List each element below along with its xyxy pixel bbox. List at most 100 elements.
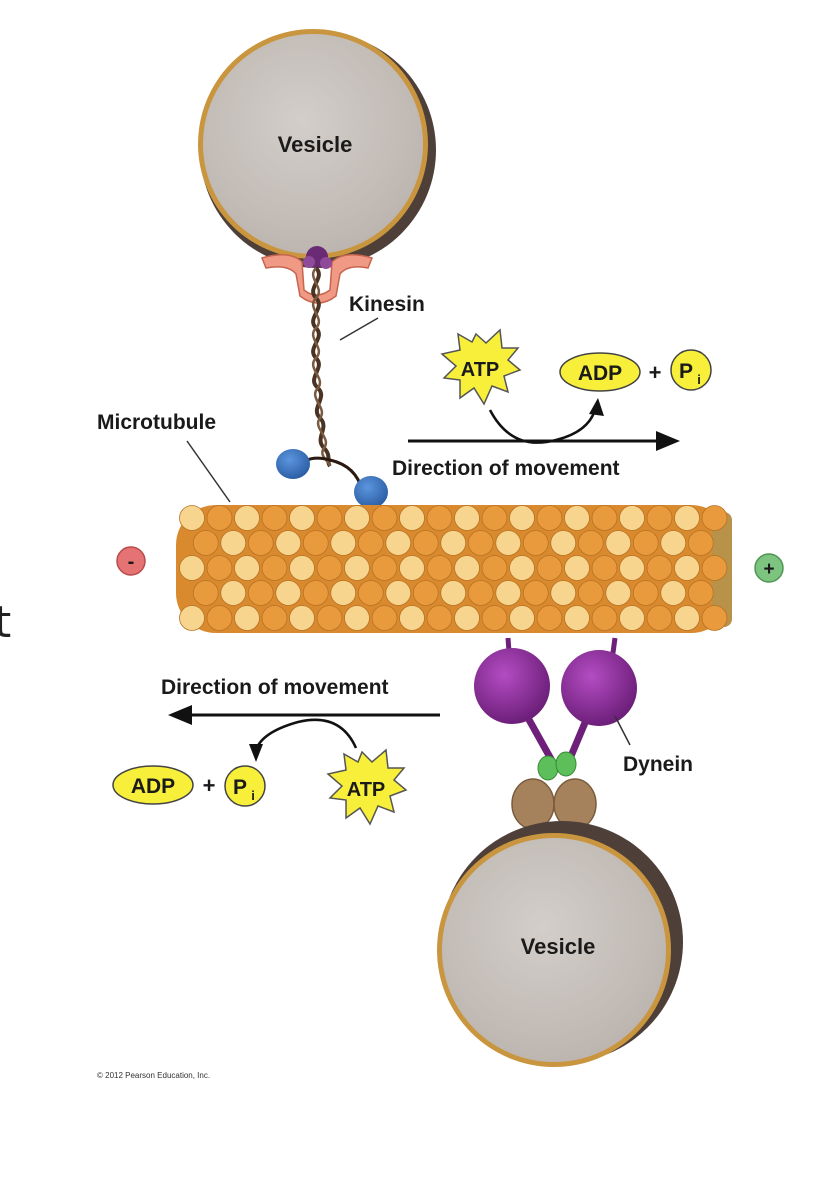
kinesin-head-right xyxy=(354,476,388,508)
tubulin-subunit xyxy=(674,605,700,631)
plus-sign: + xyxy=(763,559,774,580)
tubulin-subunit xyxy=(344,505,370,531)
tubulin-subunit xyxy=(577,530,604,556)
tubulin-subunit xyxy=(206,505,233,531)
pi-top-subscript: i xyxy=(697,372,701,387)
microtubule-pointer xyxy=(186,440,231,503)
tubulin-subunit xyxy=(371,605,398,631)
tubulin-subunit xyxy=(646,605,673,631)
dynein-head-right xyxy=(561,650,637,726)
tubulin-subunit xyxy=(371,505,398,531)
tubulin-subunit xyxy=(591,605,618,631)
adp-top: ADP xyxy=(559,352,641,392)
reaction-arrowhead-top xyxy=(589,398,604,416)
atp-top-label: ATP xyxy=(461,359,500,381)
tubulin-subunit xyxy=(522,530,549,556)
tubulin-subunit xyxy=(454,605,480,631)
tubulin-subunit xyxy=(412,580,439,606)
vesicle-bottom-label: Vesicle xyxy=(521,934,596,959)
plus-top: + xyxy=(649,360,662,385)
dynein-pointer xyxy=(614,715,631,746)
tubulin-subunit xyxy=(454,505,480,531)
vesicle-bottom: Vesicle xyxy=(437,821,683,1067)
tubulin-subunit xyxy=(206,555,233,581)
tubulin-subunit xyxy=(632,530,659,556)
tubulin-subunit xyxy=(220,530,247,556)
tubulin-subunit xyxy=(192,530,219,556)
tubulin-subunit xyxy=(481,605,508,631)
tubulin-subunit xyxy=(344,605,370,631)
tubulin-subunit xyxy=(357,530,384,556)
kinesin-stalk xyxy=(311,266,332,468)
tubulin-subunit xyxy=(275,530,302,556)
edge-glyph: t xyxy=(0,597,11,648)
reaction-arrow-top xyxy=(488,409,597,444)
tubulin-subunit xyxy=(371,555,398,581)
direction-arrowhead-bottom xyxy=(168,705,192,725)
tubulin-subunit xyxy=(481,505,508,531)
atp-burst-bottom: ATP xyxy=(326,748,408,826)
tubulin-subunit xyxy=(247,530,274,556)
tubulin-subunit xyxy=(179,505,205,531)
tubulin-subunit xyxy=(412,530,439,556)
tubulin-subunit xyxy=(316,505,343,531)
tubulin-subunit xyxy=(509,555,535,581)
tubulin-subunit xyxy=(302,530,329,556)
tubulin-subunit xyxy=(701,555,728,581)
plus-pole: + xyxy=(754,553,784,583)
tubulin-subunit xyxy=(564,555,590,581)
adp-bottom: ADP xyxy=(112,765,194,805)
dynein-label: Dynein xyxy=(623,753,693,776)
tubulin-subunit xyxy=(385,580,412,606)
tubulin-subunit xyxy=(426,605,453,631)
tubulin-subunit xyxy=(399,605,425,631)
direction-bottom-label: Direction of movement xyxy=(161,676,389,699)
adp-bottom-label: ADP xyxy=(131,775,175,798)
reaction-arrow-bottom xyxy=(254,718,358,751)
vesicle-top-label: Vesicle xyxy=(278,132,353,157)
kinesin-head-left xyxy=(276,449,310,479)
tubulin-subunit xyxy=(344,555,370,581)
tubulin-subunit xyxy=(261,555,288,581)
direction-top-label: Direction of movement xyxy=(392,457,620,480)
tubulin-subunit xyxy=(247,580,274,606)
tubulin-subunit xyxy=(674,555,700,581)
tubulin-subunit xyxy=(357,580,384,606)
tubulin-subunit xyxy=(179,605,205,631)
tubulin-subunit xyxy=(454,555,480,581)
tubulin-subunit xyxy=(179,555,205,581)
microtubule xyxy=(176,505,732,633)
tubulin-subunit xyxy=(646,555,673,581)
tubulin-subunit xyxy=(605,530,632,556)
pi-top: P i xyxy=(670,349,712,391)
tubulin-subunit xyxy=(440,580,467,606)
tubulin-subunit xyxy=(316,605,343,631)
tubulin-subunit xyxy=(619,605,645,631)
tubulin-subunit xyxy=(316,555,343,581)
microtubule-label: Microtubule xyxy=(97,411,216,434)
tubulin-subunit xyxy=(467,580,494,606)
atp-burst-top: ATP xyxy=(440,328,522,406)
tubulin-subunit xyxy=(619,555,645,581)
tubulin-subunit xyxy=(330,530,357,556)
tubulin-subunit xyxy=(426,555,453,581)
tubulin-subunit xyxy=(591,505,618,531)
tubulin-subunit xyxy=(495,580,522,606)
direction-arrowhead-top xyxy=(656,431,680,451)
tubulin-subunit xyxy=(234,555,260,581)
tubulin-subunit xyxy=(261,605,288,631)
tubulin-subunit xyxy=(660,580,687,606)
kinesin-pointer xyxy=(339,317,379,341)
tubulin-subunit xyxy=(330,580,357,606)
tubulin-subunit xyxy=(536,505,563,531)
dynein xyxy=(474,637,637,830)
copyright: © 2012 Pearson Education, Inc. xyxy=(97,1071,210,1080)
tubulin-subunit xyxy=(536,555,563,581)
vesicle-top: Vesicle xyxy=(198,29,436,268)
tubulin-subunit xyxy=(234,605,260,631)
tubulin-subunit xyxy=(481,555,508,581)
tubulin-subunit xyxy=(261,505,288,531)
pi-bottom: P i xyxy=(224,765,266,807)
tubulin-subunit xyxy=(289,505,315,531)
minus-sign: - xyxy=(128,551,135,573)
